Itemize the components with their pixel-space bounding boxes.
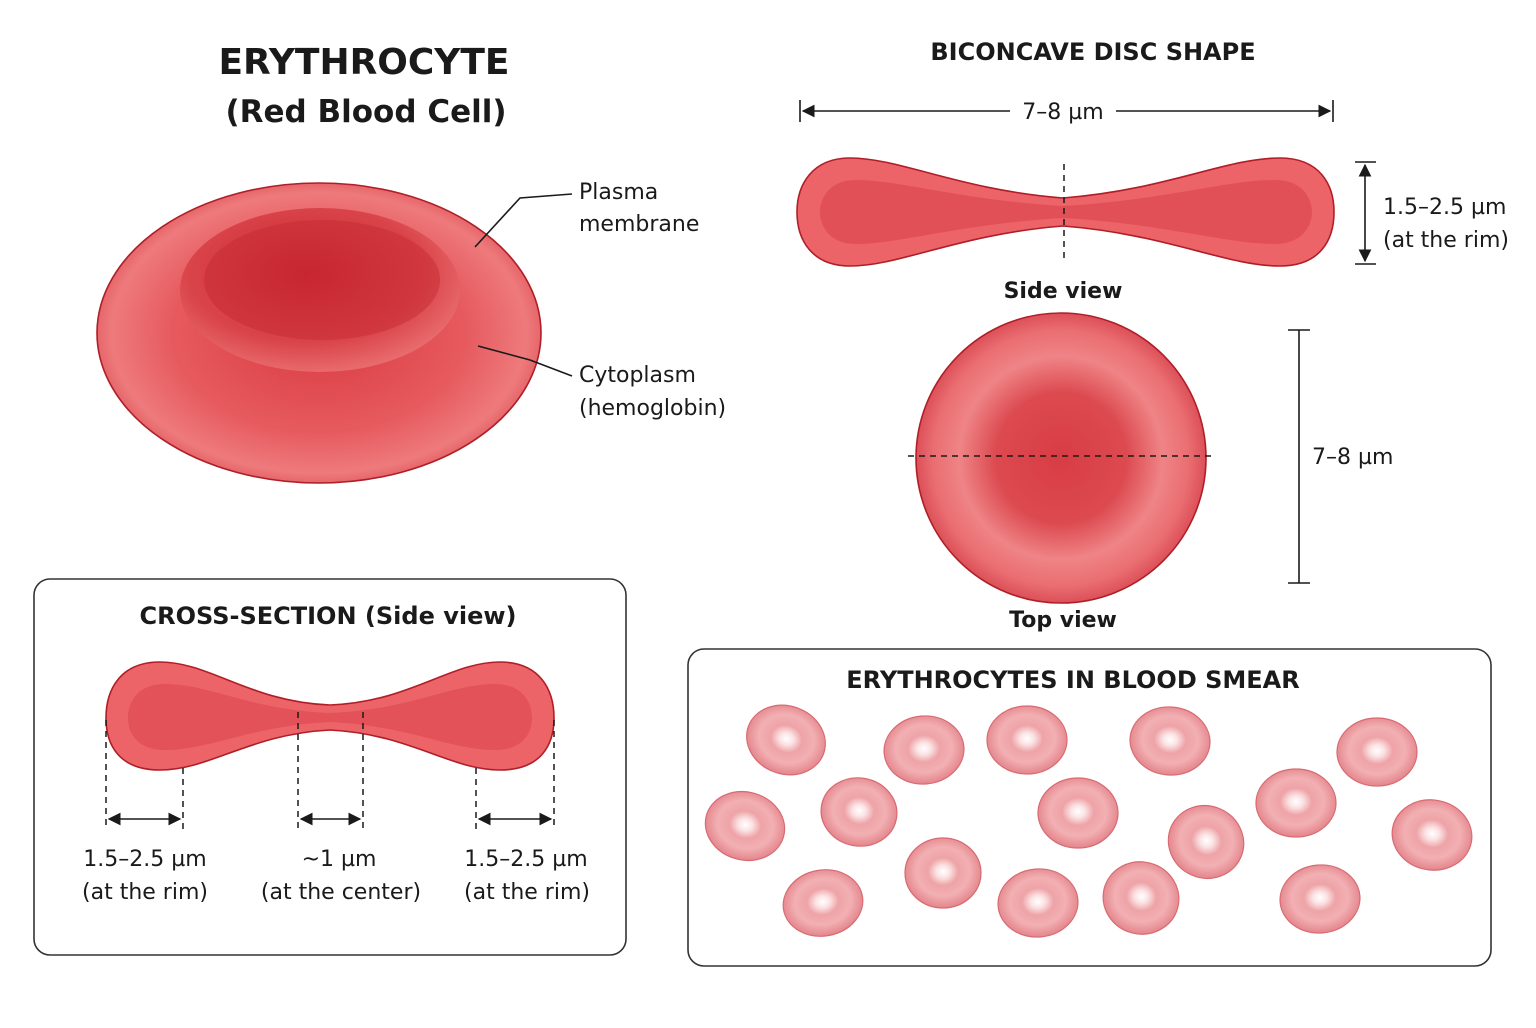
smear-cell	[1391, 799, 1473, 871]
smear-cell	[997, 868, 1079, 938]
biconcave-header: BICONCAVE DISC SHAPE	[930, 38, 1255, 66]
cytoplasm-label-line2: (hemoglobin)	[579, 396, 726, 421]
blood-smear-cells	[704, 704, 1473, 938]
membrane-label-line2: membrane	[579, 212, 699, 237]
smear-cell	[1336, 717, 1418, 787]
cross-section-header: CROSS-SECTION (Side view)	[140, 602, 517, 630]
smear-cell	[820, 777, 898, 847]
cs-left-label-line2: (at the rim)	[82, 880, 208, 905]
membrane-label-line1: Plasma	[579, 180, 658, 205]
rim-dim-label-line2: (at the rim)	[1383, 228, 1509, 253]
smear-cell	[782, 869, 864, 937]
smear-cell	[986, 705, 1068, 775]
cytoplasm-leader-line	[477, 345, 573, 377]
smear-cell	[904, 837, 982, 909]
top-view-cell	[915, 312, 1207, 604]
blood-smear-panel	[687, 648, 1492, 967]
smear-cell	[1129, 706, 1211, 776]
main-cell-illustration	[96, 182, 542, 484]
main-cell-concavity	[180, 208, 460, 372]
smear-cell	[883, 715, 965, 785]
cs-center-label-line2: (at the center)	[261, 880, 421, 905]
smear-cell	[1037, 777, 1119, 849]
membrane-leader-line	[474, 193, 573, 248]
diagram-subtitle: (Red Blood Cell)	[225, 94, 506, 130]
side-view-label: Side view	[1004, 279, 1123, 304]
cytoplasm-label-line1: Cytoplasm	[579, 363, 696, 388]
smear-cell	[1255, 768, 1337, 838]
rim-dim-label-line1: 1.5–2.5 µm	[1383, 195, 1506, 220]
main-cell-center-shadow	[204, 220, 440, 340]
top-view-label: Top view	[1009, 608, 1117, 633]
cross-section-panel	[33, 578, 627, 956]
diameter-dim-label: 7–8 µm	[1312, 445, 1393, 470]
cs-right-label-line1: 1.5–2.5 µm	[464, 847, 587, 872]
diagram-title: ERYTHROCYTE	[218, 42, 509, 83]
cross-section-cell	[105, 661, 555, 771]
cs-left-label-line1: 1.5–2.5 µm	[83, 847, 206, 872]
side-view-cell	[796, 157, 1335, 267]
cs-right-label-line2: (at the rim)	[464, 880, 590, 905]
width-dim-label: 7–8 µm	[1022, 100, 1103, 125]
smear-cell	[1102, 861, 1180, 935]
smear-cell	[1167, 805, 1245, 879]
cs-center-label-line1: ~1 µm	[302, 847, 377, 872]
smear-cell	[704, 790, 786, 862]
smear-cell	[1279, 864, 1361, 934]
smear-cell	[746, 704, 826, 776]
blood-smear-header: ERYTHROCYTES IN BLOOD SMEAR	[846, 666, 1299, 694]
